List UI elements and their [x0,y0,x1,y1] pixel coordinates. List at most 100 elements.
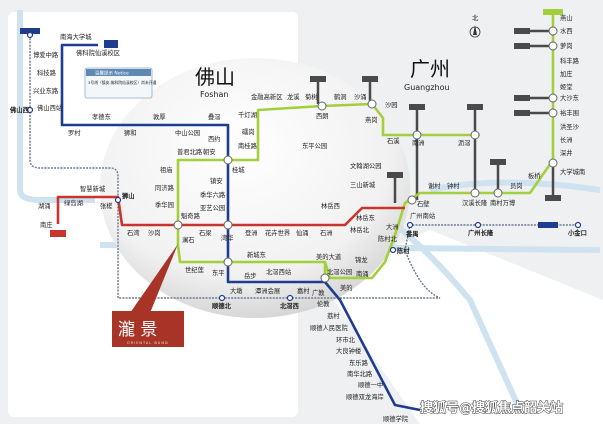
station-label[interactable]: 燕岗 [365,115,378,124]
station-label[interactable]: 石湾 [127,228,140,237]
station-label[interactable]: 文翰湖公园 [350,161,381,170]
station-label[interactable]: 沙园 [385,101,398,109]
station-label[interactable]: 菊树 [305,92,318,101]
station-label[interactable]: 鹤洞 [334,92,347,101]
station-label[interactable]: 金融高新区 [251,92,282,101]
station-label[interactable]: 西约 [208,134,221,143]
station-label[interactable]: 石壁 [417,199,430,208]
station-label[interactable]: 桂城 [232,165,245,174]
rail-stations[interactable] [26,31,582,302]
station-label[interactable]: 东乐路 [349,358,369,367]
station-label[interactable]: 西朗 [316,111,329,120]
station-label[interactable]: 亚艺公园 [200,204,225,212]
station-label[interactable]: 员岗 [510,182,523,190]
station-label[interactable]: 顺德北 [212,301,232,310]
station-label[interactable]: 普君北路 [177,147,203,156]
station-label[interactable]: 沥滘 [458,138,471,147]
station-label[interactable]: 佛科院仙溪校区 [76,48,120,57]
station-label[interactable]: 兴业东路 [33,86,59,95]
station-label[interactable]: 龙溪 [287,92,300,101]
station-label[interactable]: 林岳西 [321,201,340,210]
station-label[interactable]: 汉溪长隆 [462,198,488,207]
station-label[interactable]: 科丰路 [560,56,580,65]
station-label[interactable]: 南华北路 [347,369,373,378]
station-label[interactable]: 三山新城 [350,180,376,189]
station-label[interactable]: 谢村 [428,181,441,190]
station-label[interactable]: 沙岗 [148,229,161,237]
station-label[interactable]: 湾华 [221,233,234,242]
station-label[interactable]: 南庄 [40,220,53,229]
station-label[interactable]: 姬堂 [560,82,573,91]
station-label[interactable]: 南桂路 [238,141,258,150]
station-label[interactable]: 钟村 [447,181,460,190]
station-label[interactable]: 中山公园 [175,128,200,137]
station-label[interactable]: 裕丰围 [560,108,579,117]
station-label[interactable]: 澜石 [182,235,195,244]
station-label[interactable]: 林岳东 [356,213,375,222]
station-label[interactable]: 绿岛湖 [64,198,83,207]
station-label[interactable]: 嘉村 [297,286,310,295]
station-label[interactable]: 新城东 [247,250,266,259]
station-label[interactable]: 广州长隆 [468,228,494,237]
interchange-stations[interactable] [173,26,558,283]
station-label[interactable]: 张槎 [100,201,113,210]
station-label[interactable]: 千灯湖 [238,110,257,119]
station-label[interactable]: 锦龙 [355,255,368,264]
station-label[interactable]: 广州南站 [410,211,436,220]
station-label[interactable]: 敦厚 [153,112,166,121]
station-label[interactable]: 美的大道 [316,252,342,261]
station-label[interactable]: 罗村 [68,128,81,137]
station-label[interactable]: 小金口 [567,228,587,237]
station-label[interactable]: 大良钟楼 [336,346,362,355]
station-label[interactable]: 陈村 [397,246,410,255]
station-label[interactable]: 伦教 [317,299,330,308]
station-label[interactable]: 季华园 [155,200,174,209]
station-label[interactable]: 加庄 [560,69,573,78]
station-label[interactable]: 顺德双龙海岸 [346,392,384,401]
station-label[interactable]: 花卉世界 [265,228,291,237]
station-label[interactable]: 狮和 [124,128,137,137]
station-label[interactable]: 深井 [560,148,573,157]
station-label[interactable]: 北滘西站 [266,267,292,276]
station-label[interactable]: 板桥 [528,171,541,180]
station-label[interactable]: 世纪莲 [185,265,205,274]
station-label[interactable]: 顺德学院 [383,414,409,423]
station-label[interactable]: 长洲 [560,135,573,144]
station-label[interactable]: 季华六路 [200,190,226,199]
station-label[interactable]: 东平公园 [302,141,327,150]
station-label[interactable]: 朝安 [203,147,216,156]
station-label[interactable]: 礌岗 [242,128,255,136]
station-label[interactable]: 陈村北 [378,234,398,243]
station-label[interactable]: 镇安 [210,176,223,185]
station-label[interactable]: 燕山 [560,13,573,22]
station-label[interactable]: 科技路 [37,68,57,77]
station-label[interactable]: 洪圣沙 [560,122,580,131]
station-label[interactable]: 林岳北 [350,225,370,234]
station-label[interactable]: 佛山西 [9,105,30,114]
station-label[interactable]: 叠滘 [208,112,221,121]
station-label[interactable]: 祖庙 [160,165,173,174]
station-label[interactable]: 水西 [560,26,573,35]
station-label[interactable]: 顺德一中 [358,380,383,389]
station-label[interactable]: 北滘西 [280,301,300,310]
station-label[interactable]: 大洲 [386,222,399,231]
station-label[interactable]: 湖涌 [38,201,51,210]
station-label[interactable]: 孝德东 [92,112,111,121]
station-label[interactable]: 登洲 [245,228,258,237]
station-label[interactable]: 石溪 [387,136,400,145]
station-label[interactable]: 东平 [212,268,225,277]
station-label[interactable]: 石梁 [199,228,212,237]
station-label[interactable]: 同济路 [155,183,175,192]
station-label[interactable]: 番禺 [405,229,419,238]
station-label[interactable]: 佛山西站 [37,103,63,112]
station-label[interactable]: 环市北 [336,335,356,344]
station-label[interactable]: 大学城南 [560,167,585,176]
station-label[interactable]: 岳步 [244,272,257,280]
station-label[interactable]: 南村万博 [490,198,516,207]
station-label[interactable]: 顺德人民医院 [310,323,348,332]
station-label[interactable]: 智慧新城 [80,184,106,193]
station-label[interactable]: 仙涌 [296,228,309,237]
station-label[interactable]: 潭洲会展 [255,286,281,295]
station-label[interactable]: 博爱中路 [33,50,59,59]
station-label[interactable]: 萝岗 [560,41,573,50]
